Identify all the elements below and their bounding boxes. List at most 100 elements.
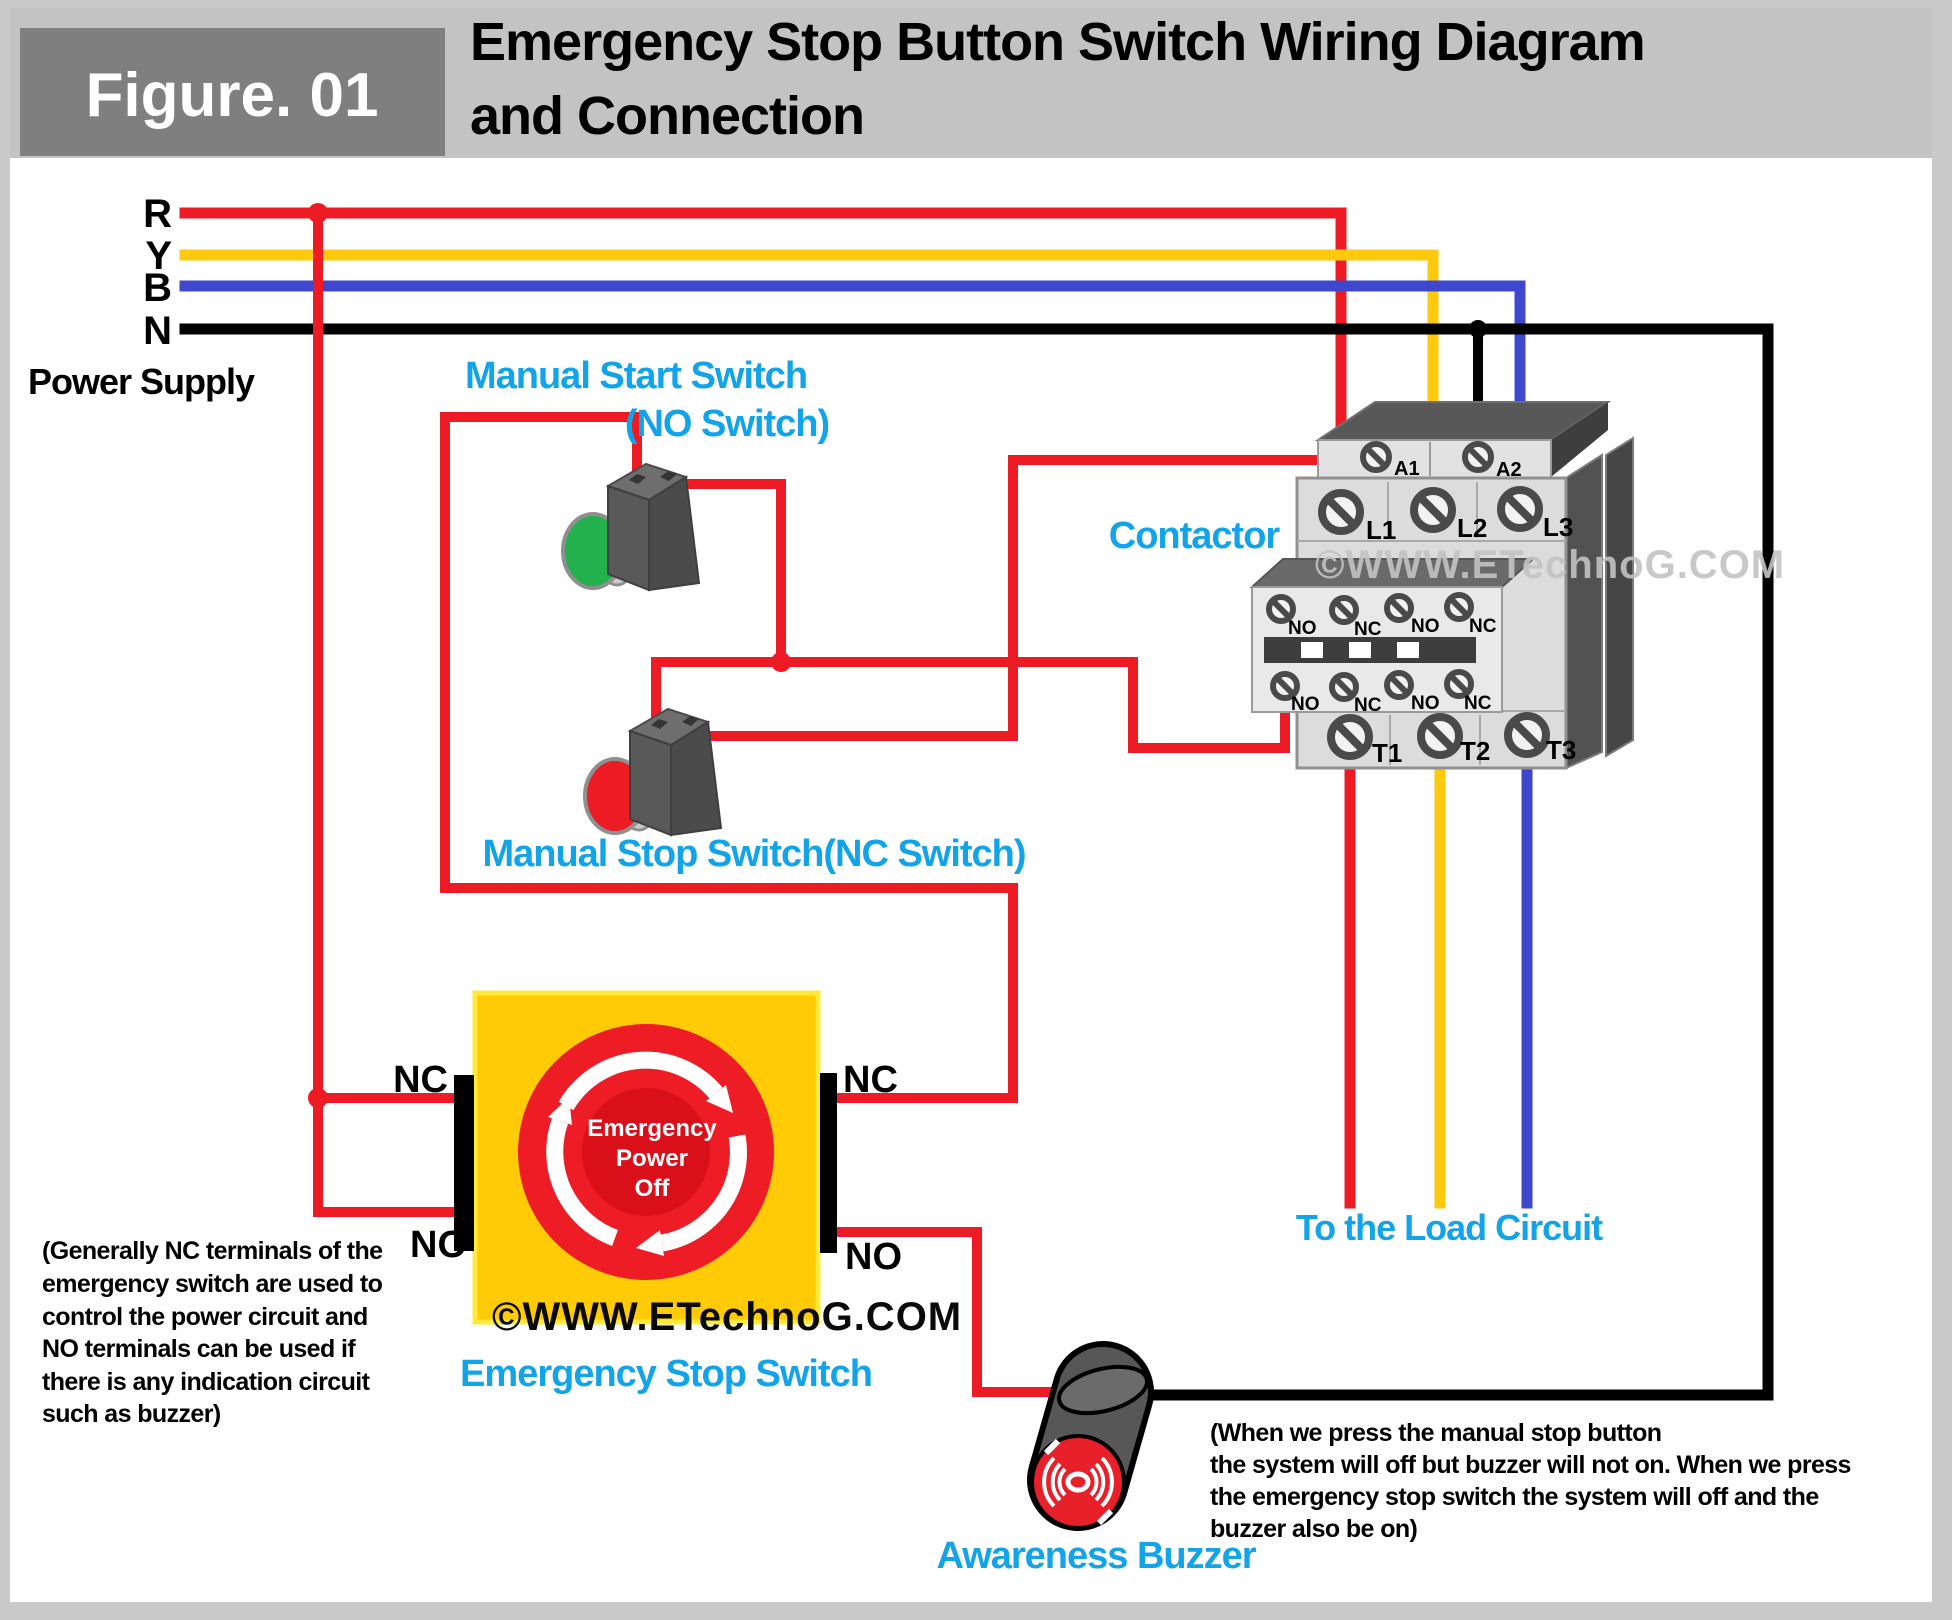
estop-terminal-bar-left (454, 1075, 474, 1251)
label-phase-b: B (143, 266, 172, 310)
start-terminal-right (660, 471, 677, 481)
screw-aux-bot-nc1 (1329, 672, 1359, 702)
sound-wave-l1 (1057, 1467, 1067, 1497)
arrowhead-right (636, 1230, 664, 1256)
label-l1: L1 (1366, 515, 1396, 545)
contactor-coil-strip (1317, 439, 1552, 479)
estop-text-line3: Off (635, 1175, 671, 1202)
figure-label: Figure. 01 (86, 61, 379, 130)
frame-right (1932, 0, 1952, 1620)
label-aux-bot-4: NC (1464, 693, 1492, 714)
label-l3: L3 (1543, 512, 1573, 542)
page-title-line2: and Connection (470, 86, 864, 146)
label-aux-top-1: NO (1288, 618, 1317, 639)
manual-start-switch (561, 462, 701, 592)
screw-aux-top-nc2 (1444, 592, 1474, 622)
wire-n-neutral (179, 323, 1774, 1401)
frame-top (0, 0, 1952, 8)
buzzer-top-cap (1057, 1364, 1149, 1416)
screw-a2 (1462, 441, 1494, 473)
face-gloss-1 (1043, 1438, 1061, 1456)
note-right-line4: buzzer also be on) (1210, 1515, 1418, 1543)
label-aux-top-4: NC (1469, 616, 1497, 637)
stop-box-side (670, 720, 723, 837)
aux-window-3 (1397, 642, 1419, 658)
screw-l3 (1497, 486, 1543, 532)
label-aux-bot-3: NO (1411, 693, 1440, 714)
screw-a1 (1360, 441, 1392, 473)
label-a2: A2 (1496, 459, 1522, 481)
arrow-arc-left (546, 1118, 619, 1246)
label-contactor: Contactor (1109, 515, 1281, 557)
arrow-arc-right (660, 1134, 747, 1252)
screw-aux-top-nc1 (1329, 595, 1359, 625)
frame-left (0, 0, 10, 1620)
aux-window-2 (1349, 642, 1371, 658)
estop-text-line2: Power (616, 1145, 688, 1172)
label-load-circuit: To the Load Circuit (1296, 1207, 1603, 1248)
face-gloss-2 (1096, 1508, 1114, 1526)
wire-estop-nc-right-to-start (440, 412, 1018, 1103)
sound-wave-r2 (1094, 1462, 1106, 1502)
note-left-line5: there is any indication circuit (42, 1368, 371, 1396)
label-l2: L2 (1457, 513, 1487, 543)
junction-dot-estop (308, 1088, 328, 1108)
aux-window-1 (1301, 642, 1323, 658)
screw-aux-bot-nc2 (1444, 669, 1474, 699)
label-start-switch-line2: (NO Switch) (625, 403, 829, 445)
page-title-line1: Emergency Stop Button Switch Wiring Diag… (470, 12, 1645, 72)
note-left-line4: NO terminals can be used if (42, 1335, 356, 1363)
note-left-line2: emergency switch are used to (42, 1270, 383, 1298)
note-left-line3: control the power circuit and (42, 1303, 368, 1331)
junction-dot-r (308, 203, 328, 223)
note-left-line1: (Generally NC terminals of the (42, 1237, 383, 1265)
junction-dot-control (771, 652, 791, 672)
sound-wave-l3 (1042, 1456, 1056, 1508)
sound-wave-r3 (1100, 1456, 1114, 1508)
contactor-side-face (1565, 453, 1603, 770)
sound-center-ring (1065, 1471, 1091, 1493)
label-a1: A1 (1394, 458, 1420, 480)
screw-aux-bot-no1 (1270, 671, 1300, 701)
label-phase-n: N (143, 309, 172, 353)
arrowhead-left (548, 1097, 572, 1125)
contactor-rear-slab (1605, 436, 1634, 758)
screw-aux-top-no2 (1384, 593, 1414, 623)
wire-r-phase (179, 207, 1347, 518)
label-power-supply: Power Supply (28, 361, 255, 402)
estop-watermark: ©WWW.ETechnoG.COM (492, 1295, 962, 1339)
label-awareness-buzzer: Awareness Buzzer (936, 1535, 1256, 1577)
screw-aux-top-no1 (1266, 594, 1296, 624)
label-aux-top-2: NC (1354, 619, 1382, 640)
estop-label-no-right: NO (845, 1236, 902, 1278)
notes: (Generally NC terminals of the emergency… (42, 1237, 1851, 1543)
label-aux-top-3: NO (1411, 616, 1440, 637)
start-terminal-left (629, 474, 646, 484)
estop-label-nc-left: NC (393, 1059, 448, 1101)
estop-button-inner (582, 1088, 710, 1216)
estop-rotate-arrows (546, 1051, 747, 1256)
note-left-line6: such as buzzer) (42, 1400, 221, 1428)
contactor-screws (1266, 441, 1550, 760)
label-aux-bot-2: NC (1354, 695, 1382, 716)
wire-estop-no-to-buzzer (833, 1227, 1067, 1397)
wire-start-out (665, 479, 786, 667)
emergency-stop-switch: Emergency Power Off NC NO NC NO ©WWW.ETe… (393, 990, 962, 1395)
figure-label-box (20, 28, 445, 156)
label-t3: T3 (1546, 735, 1576, 765)
screw-t3 (1504, 712, 1550, 758)
wire-stop-to-a1 (687, 455, 1381, 741)
estop-caption: Emergency Stop Switch (460, 1353, 872, 1395)
screw-aux-bot-no2 (1384, 670, 1414, 700)
contactor-top-side (1551, 402, 1608, 477)
label-start-switch-line1: Manual Start Switch (465, 355, 807, 397)
label-phase-y: Y (145, 234, 172, 278)
label-t2: T2 (1460, 736, 1490, 766)
label-stop-switch: Manual Stop Switch(NC Switch) (482, 833, 1025, 875)
estop-label-no-left: NO (410, 1224, 467, 1266)
frame-bottom (0, 1602, 1952, 1620)
diagram-labels: R Y B N Power Supply Manual Start Switch… (28, 192, 1604, 1577)
contactor-watermark: ©WWW.ETechnoG.COM (1315, 543, 1785, 587)
